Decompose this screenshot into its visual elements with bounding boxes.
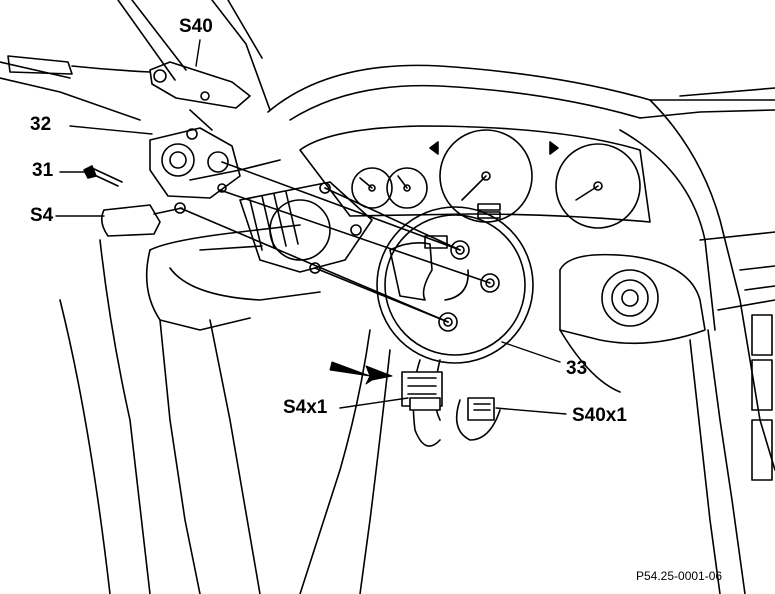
callout-s40: S40 [179,16,213,37]
combination-switch-stalk-s4 [100,202,186,237]
ignition-switch [559,253,706,393]
leader-lines [55,39,567,415]
callout-s4x1: S4x1 [283,397,328,418]
dashboard-outline [267,64,775,594]
screw-31 [83,165,123,187]
steering-hub-plate [376,206,534,364]
callout-s4: S4 [30,205,54,226]
figure-reference: P54.25-0001-06 [636,569,723,583]
callout-33: 33 [566,358,588,379]
callout-s40x1: S40x1 [572,405,627,426]
callout-31: 31 [32,160,54,181]
wiring-harness [401,359,501,447]
windshield-pillar [0,0,271,121]
combination-switch-assembly [189,159,373,274]
indicator-arrow [329,361,393,385]
switch-housing-32 [149,127,241,199]
callout-32: 32 [30,114,52,135]
steering-column-shroud [59,224,391,594]
cruise-control-switch-s40 [7,55,251,131]
instrument-cluster [299,125,651,229]
assembly-lines [179,161,491,323]
